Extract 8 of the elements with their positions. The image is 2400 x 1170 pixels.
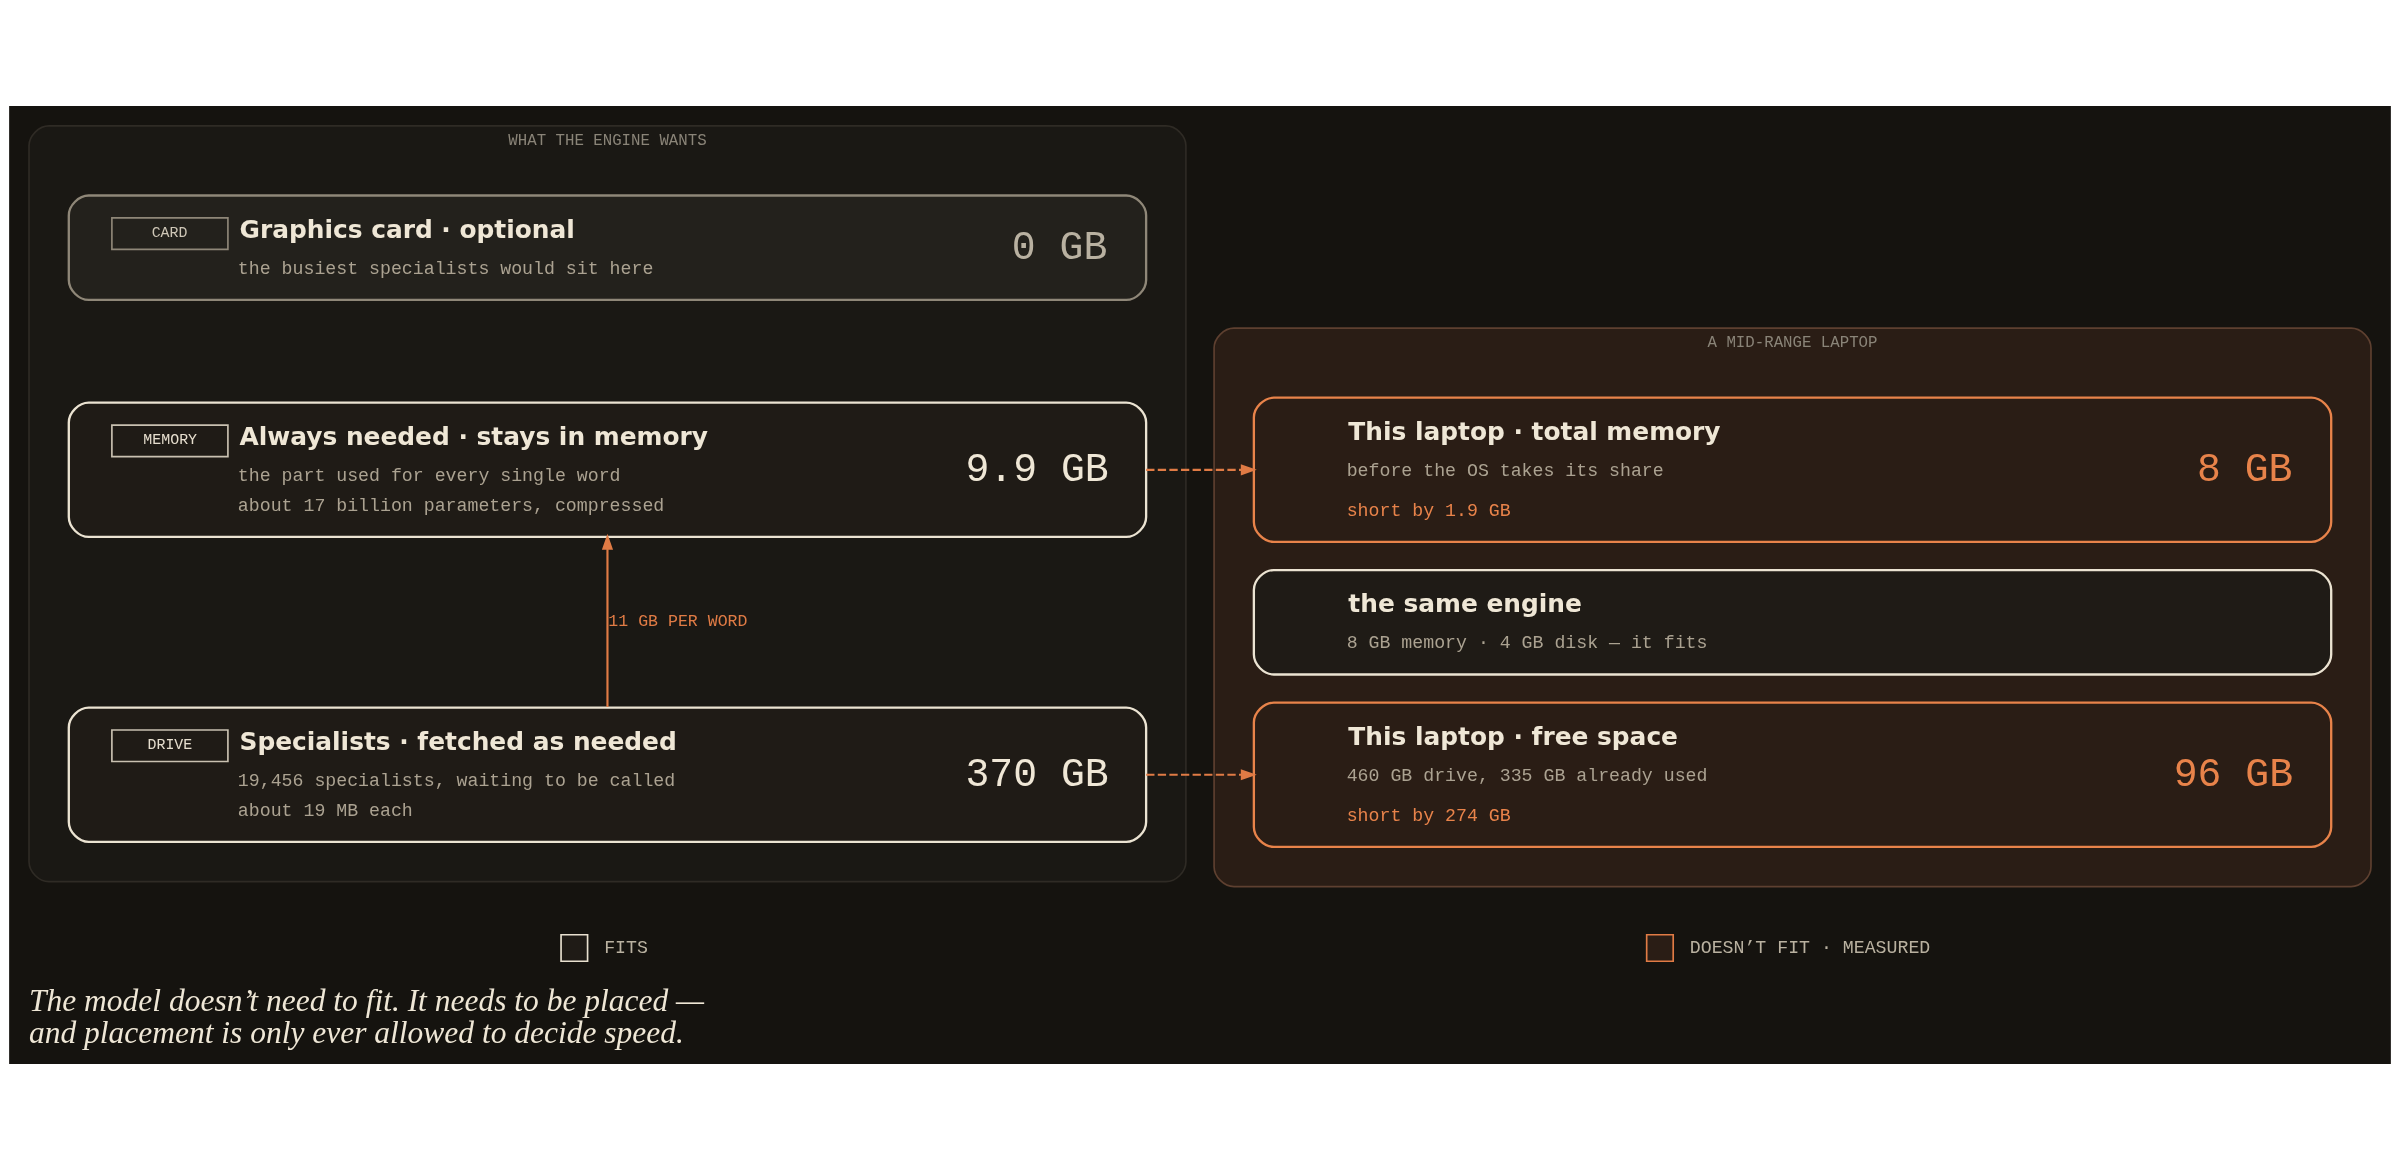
caption: The model doesn’t need to fit. It needs to be placed — and placement is only ever allowed to decide speed. xyxy=(29,983,705,1050)
legend-label: DOESN’T FIT · MEASURED xyxy=(1689,937,1931,958)
node-box: the same engine 8 GB memory · 4 GB disk — it fits xyxy=(1252,568,2333,676)
legend-label: FITS xyxy=(604,937,648,958)
arrow xyxy=(1146,769,1257,781)
arrow xyxy=(1146,464,1257,476)
arrow xyxy=(601,533,614,707)
edge-label: 11 GB PER WORD xyxy=(608,612,748,632)
